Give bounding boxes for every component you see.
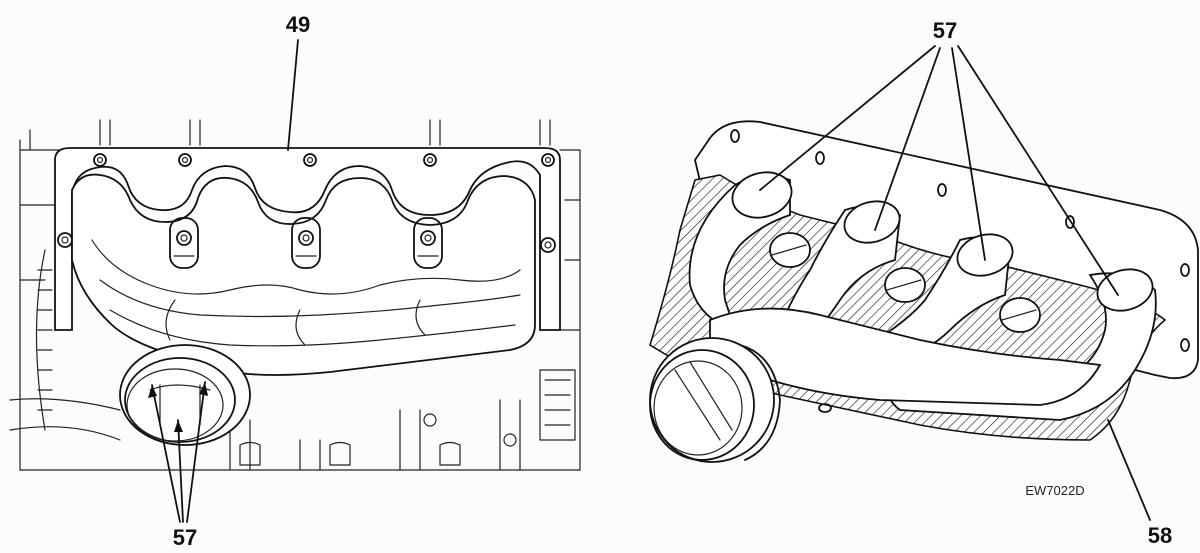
left-outlet-flange (119, 344, 251, 446)
plate-holes (730, 129, 1190, 352)
right-manifold-figure: 57 58 EW7022D (649, 18, 1199, 548)
engine-block-background (9, 119, 581, 471)
port-nuts (169, 217, 443, 269)
drawing-code: EW7022D (1025, 483, 1084, 498)
flange-bolts (57, 153, 556, 253)
leader-49 (287, 39, 299, 151)
callout-49: 49 (286, 12, 310, 37)
callout-58: 58 (1148, 523, 1172, 548)
right-outlet-flange (649, 337, 781, 463)
port-holes (769, 232, 1041, 333)
manifold-body (71, 173, 536, 376)
callout-57-right: 57 (933, 18, 957, 43)
leader-57-right (759, 45, 1119, 296)
callout-57-left: 57 (173, 525, 197, 550)
manifold-flange (54, 147, 561, 331)
leader-58 (1107, 419, 1151, 521)
leader-57-left (148, 381, 208, 523)
left-manifold-figure: 49 57 (9, 12, 581, 550)
